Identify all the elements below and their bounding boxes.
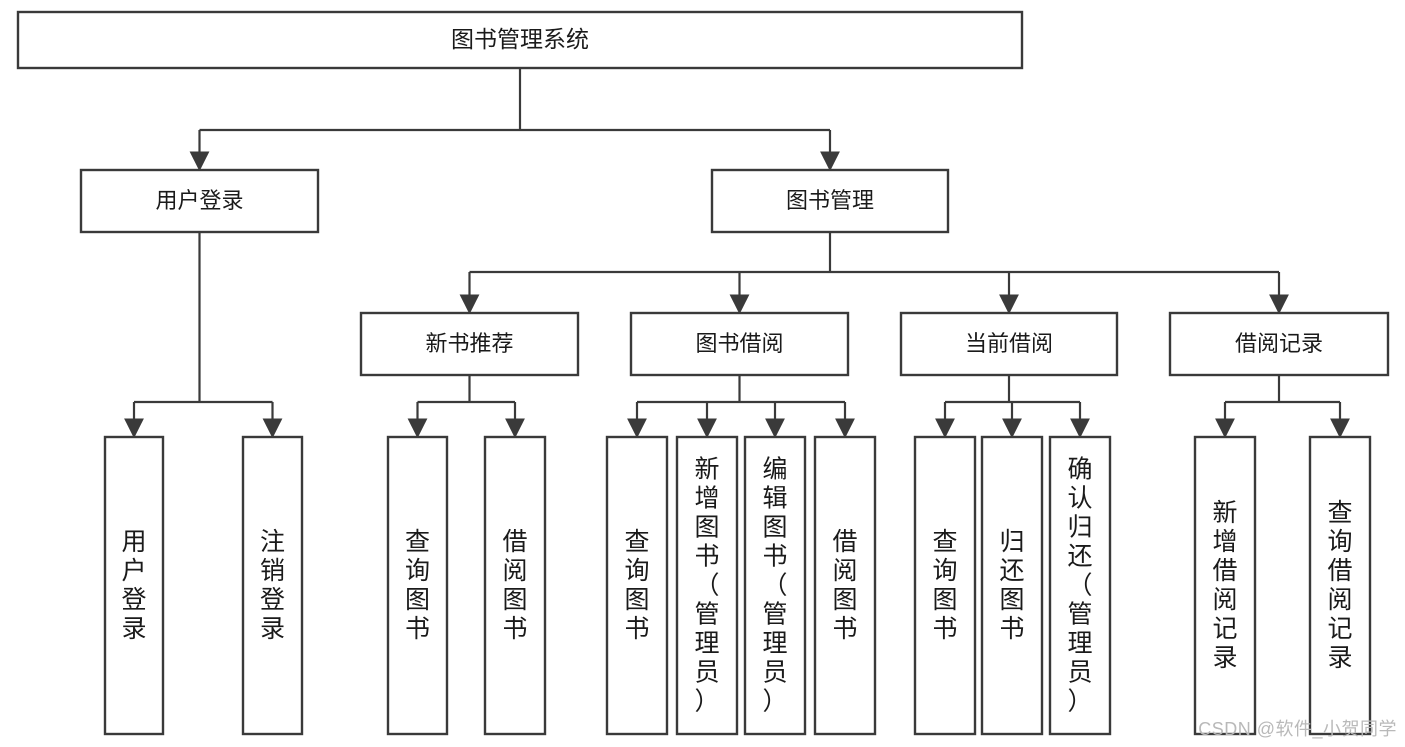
leaf-node-leaf-confirm-return[interactable]: 确认归还（管理员） bbox=[1048, 435, 1112, 736]
level3-node-new-book-recommend[interactable]: 新书推荐 bbox=[359, 311, 580, 377]
node-label: 图书管理 bbox=[786, 188, 874, 213]
node-label: 新书推荐 bbox=[425, 331, 513, 356]
node-label: 借阅图书 bbox=[502, 528, 527, 643]
node-label: 用户登录 bbox=[155, 188, 243, 213]
node-label: 新增借阅记录 bbox=[1212, 499, 1237, 672]
leaf-node-leaf-return-book[interactable]: 归还图书 bbox=[980, 435, 1044, 736]
leaf-node-leaf-query-record[interactable]: 查询借阅记录 bbox=[1308, 435, 1372, 736]
node-label: 归还图书 bbox=[999, 528, 1024, 643]
leaf-node-leaf-add-book[interactable]: 新增图书（管理员） bbox=[675, 435, 739, 736]
node-label: 查询借阅记录 bbox=[1327, 499, 1352, 672]
root-node-system[interactable]: 图书管理系统 bbox=[16, 10, 1024, 70]
node-label: 借阅记录 bbox=[1235, 331, 1323, 356]
connector-layer bbox=[124, 68, 1350, 439]
level3-node-borrow-record[interactable]: 借阅记录 bbox=[1168, 311, 1390, 377]
level2-node-user-login[interactable]: 用户登录 bbox=[79, 168, 320, 234]
leaf-node-leaf-query-book-2[interactable]: 查询图书 bbox=[605, 435, 669, 736]
node-label: 新增图书（管理员） bbox=[694, 456, 719, 716]
node-label: 当前借阅 bbox=[965, 331, 1053, 356]
level3-node-book-borrow[interactable]: 图书借阅 bbox=[629, 311, 850, 377]
node-label: 用户登录 bbox=[121, 528, 146, 643]
node-label: 查询图书 bbox=[405, 528, 430, 643]
level3-node-current-borrow[interactable]: 当前借阅 bbox=[899, 311, 1119, 377]
leaf-node-leaf-add-record[interactable]: 新增借阅记录 bbox=[1193, 435, 1257, 736]
leaf-node-leaf-borrow-book-1[interactable]: 借阅图书 bbox=[483, 435, 547, 736]
node-label: 确认归还（管理员） bbox=[1067, 456, 1092, 716]
node-label: 查询图书 bbox=[932, 528, 957, 643]
node-label: 图书借阅 bbox=[695, 331, 783, 356]
leaf-node-leaf-edit-book[interactable]: 编辑图书（管理员） bbox=[743, 435, 807, 736]
node-layer: 图书管理系统用户登录图书管理新书推荐图书借阅当前借阅借阅记录用户登录注销登录查询… bbox=[16, 10, 1390, 736]
leaf-node-leaf-borrow-book-2[interactable]: 借阅图书 bbox=[813, 435, 877, 736]
leaf-node-leaf-user-login[interactable]: 用户登录 bbox=[103, 435, 165, 736]
node-label: 借阅图书 bbox=[832, 528, 857, 643]
level2-node-book-manage[interactable]: 图书管理 bbox=[710, 168, 950, 234]
leaf-node-leaf-query-book-3[interactable]: 查询图书 bbox=[913, 435, 977, 736]
node-label: 编辑图书（管理员） bbox=[762, 456, 787, 716]
leaf-node-leaf-query-book-1[interactable]: 查询图书 bbox=[386, 435, 449, 736]
node-label: 图书管理系统 bbox=[451, 26, 589, 52]
node-label: 查询图书 bbox=[624, 528, 649, 643]
node-label: 注销登录 bbox=[260, 528, 285, 643]
leaf-node-leaf-logout[interactable]: 注销登录 bbox=[241, 435, 304, 736]
